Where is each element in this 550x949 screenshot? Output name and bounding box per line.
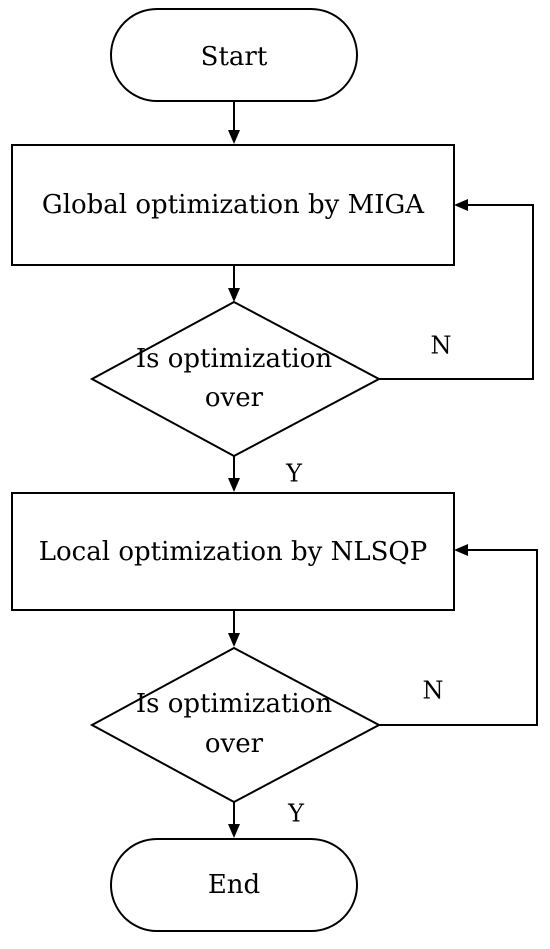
arrow-start-to-global xyxy=(228,101,240,144)
decision2-node: Is optimization over xyxy=(89,646,382,804)
local-optimization-label: Local optimization by NLSQP xyxy=(39,537,427,567)
local-optimization-node: Local optimization by NLSQP xyxy=(11,492,455,611)
decision2-yes-label: Y xyxy=(287,800,305,828)
start-label: Start xyxy=(201,42,268,72)
decision1-no-label: N xyxy=(431,332,452,360)
global-optimization-node: Global optimization by MIGA xyxy=(11,144,455,266)
arrow-decision2-no-loop xyxy=(379,544,538,726)
decision2-label-line1: Is optimization xyxy=(136,689,333,719)
arrow-local-to-decision2 xyxy=(228,610,240,647)
arrow-global-to-decision1 xyxy=(228,265,240,302)
decision1-yes-label: Y xyxy=(285,460,303,488)
end-label: End xyxy=(208,870,260,900)
arrow-decision1-yes xyxy=(228,456,240,492)
decision1-node: Is optimization over xyxy=(89,300,382,458)
end-node: End xyxy=(110,838,358,932)
decision1-label-line2: over xyxy=(205,383,264,413)
global-optimization-label: Global optimization by MIGA xyxy=(42,190,425,220)
start-node: Start xyxy=(110,8,358,102)
arrow-decision1-no-loop xyxy=(379,199,534,380)
decision1-label-line1: Is optimization xyxy=(136,344,333,374)
decision2-label-line2: over xyxy=(205,729,264,759)
decision2-no-label: N xyxy=(423,677,444,705)
arrow-decision2-yes xyxy=(228,802,240,838)
